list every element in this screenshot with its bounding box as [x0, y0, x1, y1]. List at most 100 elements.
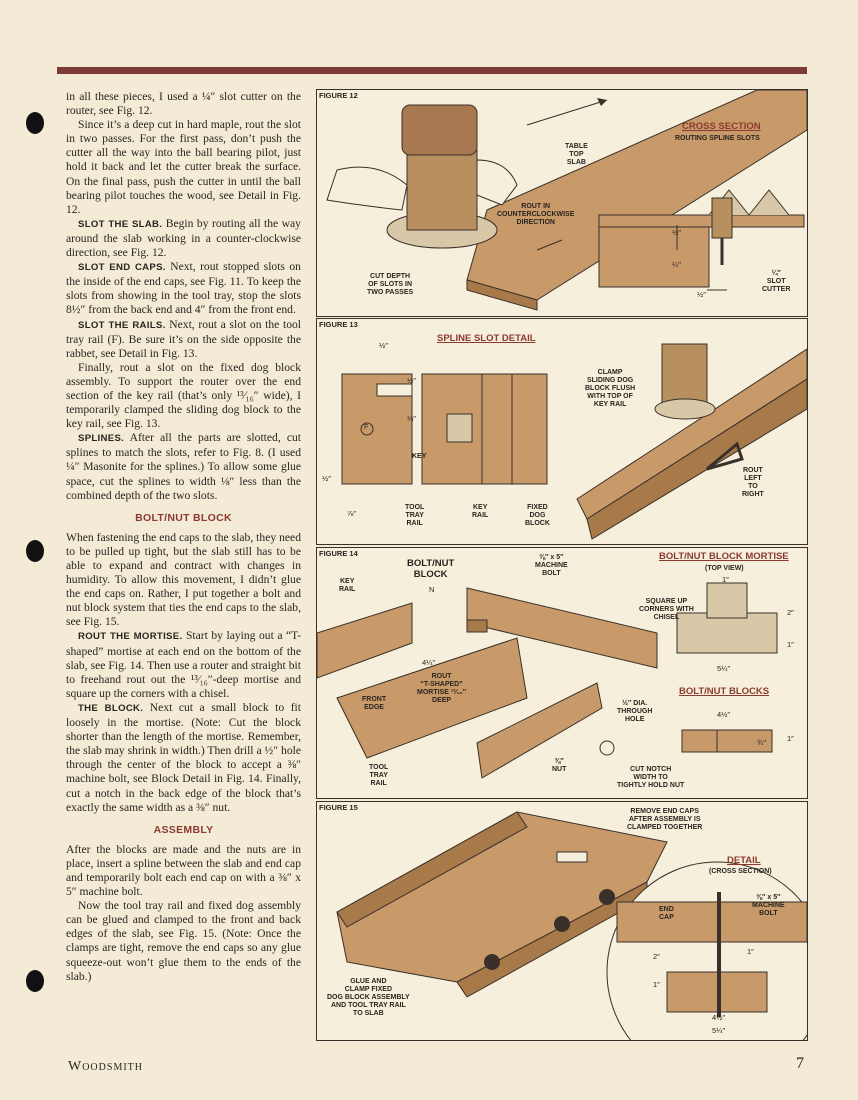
paragraph-text: Begin by routing all the way around the … [66, 216, 301, 260]
dimension: ½″ [697, 290, 706, 299]
dimension: ½″ [672, 228, 681, 237]
dimension: 4½″ [712, 1013, 726, 1022]
dimension: ¾″ [757, 738, 766, 747]
detail-subtitle: (CROSS SECTION) [709, 868, 772, 875]
paragraph-text: Start by laying out a “T-shaped” mortise… [66, 629, 302, 700]
figure-15: FIGURE 15 REMOVE END CAPS AFTER ASSEMBLY… [316, 801, 808, 1041]
section-heading: ASSEMBLY [153, 823, 214, 836]
callout-fixed-dog: FIXED DOG BLOCK [525, 504, 550, 527]
figure-label: FIGURE 15 [319, 803, 358, 812]
part-letter: F [364, 424, 369, 431]
cross-section-title: CROSS SECTION [682, 121, 761, 132]
callout-machine-bolt: ⅜″ x 5″ MACHINE BOLT [535, 554, 568, 577]
callout-key: KEY [412, 453, 427, 460]
dimension: 4½″ [717, 710, 731, 719]
section-heading: BOLT/NUT BLOCK [135, 511, 232, 524]
dimension: ¼″ [672, 260, 681, 269]
magazine-name: Woodsmith [68, 1059, 143, 1074]
article-column: in all these pieces, I used a ¼″ slot cu… [66, 90, 301, 984]
callout-nut: ⅜″ NUT [552, 758, 567, 773]
detail-title: DETAIL [727, 855, 761, 866]
callout-tool-tray: TOOL TRAY RAIL [369, 764, 389, 787]
callout-clamp: CLAMP SLIDING DOG BLOCK FLUSH WITH TOP O… [585, 369, 636, 408]
paragraph-text: Next, rout a slot on the tool tray rail … [66, 317, 302, 360]
paragraph: THE BLOCK. Next cut a small block to fit… [66, 701, 301, 815]
figure-label: FIGURE 12 [319, 91, 358, 100]
paragraph: SPLINES. After all the parts are slotted… [66, 431, 301, 502]
dimension: 1″ [653, 980, 660, 989]
binder-hole-bottom [26, 970, 44, 992]
callout-front-edge: FRONT EDGE [362, 696, 387, 711]
dimension: ½″ [407, 376, 416, 385]
mortise-title: BOLT/NUT BLOCK MORTISE [659, 551, 789, 562]
callout-tool-tray: TOOL TRAY RAIL [405, 504, 425, 527]
callout-square-up: SQUARE UP CORNERS WITH CHISEL [639, 598, 694, 621]
paragraph: When fastening the end caps to the slab,… [66, 530, 301, 629]
paragraph: SLOT THE SLAB. Begin by routing all the … [66, 217, 301, 260]
run-in-head: THE BLOCK. [78, 702, 144, 714]
cross-section-subtitle: ROUTING SPLINE SLOTS [675, 135, 760, 142]
blocks-title: BOLT/NUT BLOCKS [679, 686, 770, 697]
run-in-head: SPLINES. [78, 433, 125, 445]
callout-slot-cutter: ¼″ SLOT CUTTER [762, 270, 791, 293]
callout-glue-clamp: GLUE AND CLAMP FIXED DOG BLOCK ASSEMBLY … [327, 978, 410, 1017]
dimension: 1″ [787, 640, 794, 649]
dimension: ¼″ [407, 414, 416, 423]
dimension: 2″ [653, 952, 660, 961]
spline-slot-title: SPLINE SLOT DETAIL [437, 333, 536, 344]
dimension: 2″ [787, 608, 794, 617]
figure-label: FIGURE 13 [319, 320, 358, 329]
part-letter: N [429, 585, 435, 594]
dimension: 4¼″ [422, 658, 436, 667]
binder-hole-middle [26, 540, 44, 562]
callout-cut-notch: CUT NOTCH WIDTH TO TIGHTLY HOLD NUT [617, 766, 685, 789]
top-view-label: (TOP VIEW) [705, 565, 744, 572]
spline-slot-drawing [341, 343, 807, 540]
callout-rout: ROUT LEFT TO RIGHT [742, 467, 764, 498]
paragraph: After the blocks are made and the nuts a… [66, 842, 301, 899]
callout-key-rail: KEY RAIL [339, 578, 356, 593]
dimension: ⅞″ [347, 509, 356, 518]
callout-key-rail: KEY RAIL [472, 504, 489, 519]
paragraph: Now the tool tray rail and fixed dog ass… [66, 899, 301, 983]
callout-cut-depth: CUT DEPTH OF SLOTS IN TWO PASSES [367, 273, 414, 296]
paragraph: Since it’s a deep cut in hard maple, rou… [66, 118, 301, 216]
callout-rout-mortise: ROUT “T-SHAPED” MORTISE ¹³⁄₁₆″ DEEP [417, 673, 467, 704]
callout-remove-end-caps: REMOVE END CAPS AFTER ASSEMBLY IS CLAMPE… [627, 808, 703, 831]
paragraph: in all these pieces, I used a ¼″ slot cu… [66, 90, 301, 118]
run-in-head: SLOT END CAPS. [78, 262, 166, 274]
run-in-head: SLOT THE SLAB. [78, 218, 163, 230]
binder-hole-top [26, 112, 44, 134]
paragraph: SLOT END CAPS. Next, rout stopped slots … [66, 260, 301, 317]
dimension: 5¼″ [712, 1026, 726, 1035]
bolt-nut-drawing [317, 582, 778, 779]
run-in-head: ROUT THE MORTISE. [78, 631, 183, 643]
run-in-head: SLOT THE RAILS. [78, 319, 166, 331]
dimension: 1″ [787, 734, 794, 743]
paragraph: Finally, rout a slot on the fixed dog bl… [66, 360, 301, 431]
callout-machine-bolt: ⅜″ x 5″ MACHINE BOLT [752, 894, 785, 917]
callout-rout-direction: ROUT IN COUNTERCLOCKWISE DIRECTION [497, 203, 575, 226]
dimension: ½″ [322, 474, 331, 483]
paragraph-text: Next, rout stopped slots on the inside o… [66, 260, 301, 317]
callout-end-cap: END CAP [659, 906, 674, 921]
figure-12: FIGURE 12 TABLE TOP SLAB ROUT IN COUNTER… [316, 89, 808, 317]
dimension: 1″ [747, 947, 754, 956]
header-rule [57, 67, 807, 74]
bolt-nut-block-title: BOLT/NUT BLOCK [407, 558, 455, 580]
router-drawing [326, 90, 807, 311]
paragraph: SLOT THE RAILS. Next, rout a slot on the… [66, 318, 301, 361]
dimension: ½″ [379, 341, 388, 350]
callout-through-hole: ½″ DIA. THROUGH HOLE [617, 700, 653, 723]
callout-table-top: TABLE TOP SLAB [565, 143, 588, 166]
figure-14: FIGURE 14 KEY RAIL BOLT/NUT BLOCK N ⅜″ x… [316, 547, 808, 799]
dimension: 5¼″ [717, 664, 731, 673]
figure-13: FIGURE 13 SPLINE SLOT DETAIL ½″ ½″ ¼″ ½″… [316, 318, 808, 545]
page-number: 7 [796, 1055, 804, 1072]
paragraph-text: After all the parts are slotted, cut spl… [66, 431, 301, 502]
assembly-drawing [336, 811, 807, 1040]
paragraph-text: Next cut a small block to fit loosely in… [66, 700, 301, 814]
paragraph: ROUT THE MORTISE. Start by laying out a … [66, 629, 301, 700]
dimension: 1″ [722, 575, 729, 584]
figure-label: FIGURE 14 [319, 549, 358, 558]
